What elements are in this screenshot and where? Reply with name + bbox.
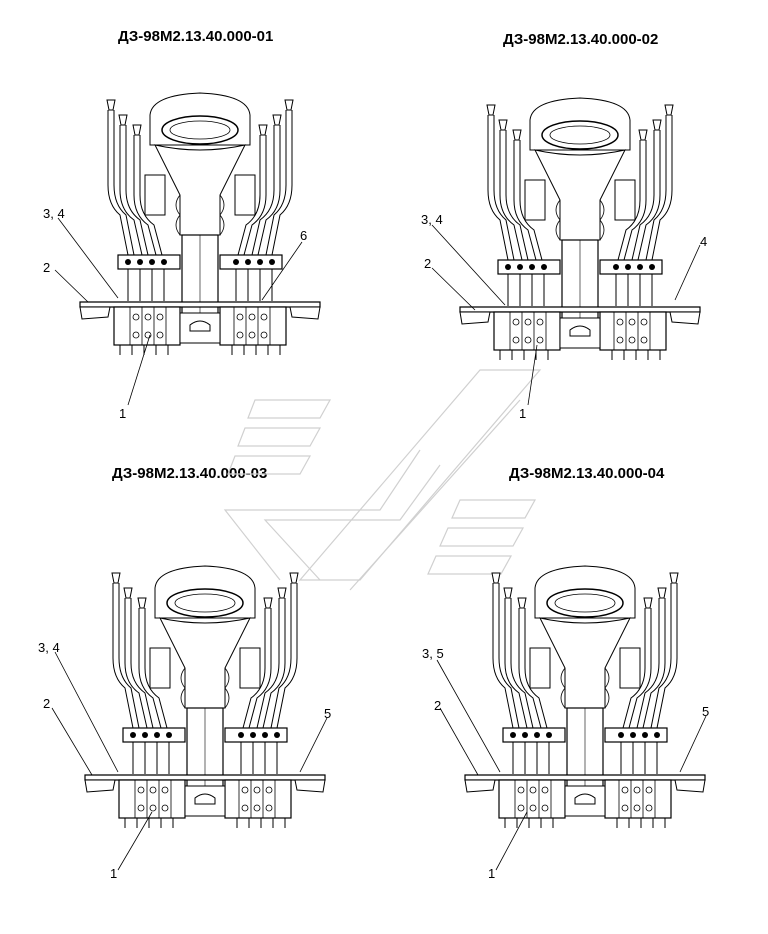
callout-label: 2	[43, 260, 50, 275]
callout-label: 5	[702, 704, 709, 719]
variant-title-02: ДЗ-98М2.13.40.000-02	[503, 31, 659, 48]
callout-label: 1	[488, 866, 495, 881]
variant-title-01: ДЗ-98М2.13.40.000-01	[118, 28, 274, 45]
variant-title-03: ДЗ-98М2.13.40.000-03	[112, 465, 268, 482]
callout-label: 4	[700, 234, 707, 249]
callout-label: 2	[424, 256, 431, 271]
callout-label: 3, 4	[421, 212, 443, 227]
watermark-logo	[223, 369, 542, 591]
callout-label: 1	[110, 866, 117, 881]
assembly-view-01	[79, 92, 321, 356]
assembly-view-03	[84, 565, 326, 829]
callout-label: 6	[300, 228, 307, 243]
assembly-view-02	[459, 97, 701, 361]
callout-label: 3, 5	[422, 646, 444, 661]
callout-label: 3, 4	[43, 206, 65, 221]
leader-lines	[51, 217, 707, 871]
callout-label: 5	[324, 706, 331, 721]
callout-label: 1	[519, 406, 526, 421]
assembly-view-04	[464, 565, 706, 829]
callout-label: 1	[119, 406, 126, 421]
callout-label: 3, 4	[38, 640, 60, 655]
callout-label: 2	[43, 696, 50, 711]
variant-title-04: ДЗ-98М2.13.40.000-04	[509, 465, 665, 482]
callout-label: 2	[434, 698, 441, 713]
